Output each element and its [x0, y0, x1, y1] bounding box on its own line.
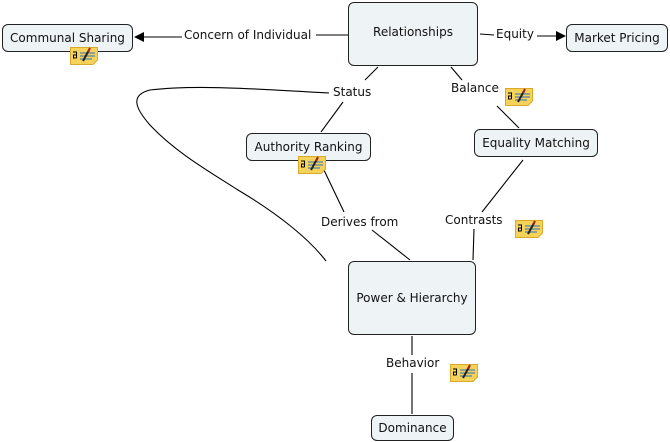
link-line: [450, 66, 463, 81]
note-pencil-icon[interactable]: [298, 156, 326, 174]
note-pencil-icon[interactable]: [70, 47, 98, 65]
concept-power-hierarchy[interactable]: Power & Hierarchy: [348, 261, 476, 335]
concept-relationships[interactable]: Relationships: [348, 2, 478, 66]
concept-market-pricing[interactable]: Market Pricing: [566, 24, 668, 52]
link-curve: [136, 86, 330, 262]
note-pencil-icon[interactable]: [505, 88, 533, 106]
link-line: [364, 66, 379, 81]
link-line: [322, 167, 345, 213]
link-line: [320, 101, 344, 133]
concept-communal-sharing[interactable]: Communal Sharing: [2, 24, 133, 52]
link-line: [472, 228, 475, 261]
concept-dominance[interactable]: Dominance: [371, 415, 454, 441]
link-label-contrasts[interactable]: Contrasts: [444, 213, 504, 227]
link-label-equity[interactable]: Equity: [495, 27, 535, 41]
note-pencil-icon[interactable]: [515, 220, 543, 238]
link-label-behavior[interactable]: Behavior: [385, 356, 441, 370]
link-line: [479, 33, 495, 36]
link-label-balance[interactable]: Balance: [450, 81, 500, 95]
note-pencil-icon[interactable]: [450, 364, 478, 382]
link-line: [371, 229, 411, 261]
link-label-concern[interactable]: Concern of Individual: [183, 28, 313, 42]
link-line: [481, 159, 524, 213]
concept-equality-matching[interactable]: Equality Matching: [474, 129, 598, 157]
link-label-derives[interactable]: Derives from: [320, 215, 400, 229]
link-line: [496, 105, 520, 129]
link-label-status[interactable]: Status: [332, 85, 373, 99]
